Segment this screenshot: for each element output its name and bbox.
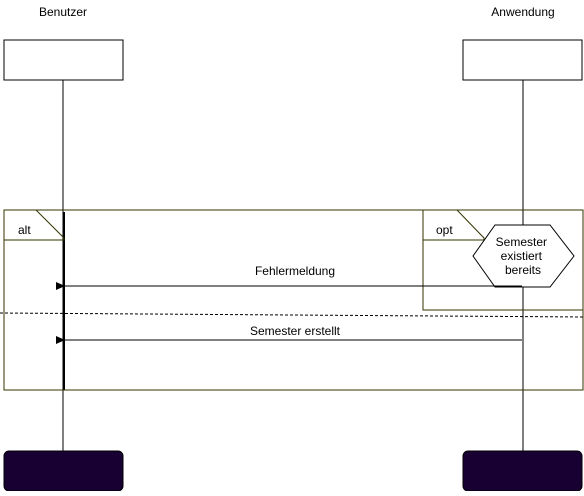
opt-fragment-tab xyxy=(423,209,485,241)
message-label-fehlermeldung: Fehlermeldung xyxy=(255,264,335,278)
participant-label-benutzer: Benutzer xyxy=(39,5,87,19)
condition-line-2: existiert xyxy=(501,249,543,263)
condition-hexagon[interactable] xyxy=(472,224,575,288)
participant-box-anwendung[interactable] xyxy=(462,39,583,81)
opt-fragment-label: opt xyxy=(436,223,453,237)
condition-text: Semester existiert bereits xyxy=(496,235,551,277)
participant-box-benutzer[interactable] xyxy=(3,39,124,81)
alt-fragment-tab xyxy=(4,209,65,241)
participant-label-anwendung: Anwendung xyxy=(491,5,554,19)
participant-footer-benutzer[interactable] xyxy=(3,450,124,492)
condition-line-1: Semester xyxy=(496,235,547,249)
alt-operand-separator xyxy=(0,312,584,318)
alt-fragment-label: alt xyxy=(18,223,31,237)
opt-fragment[interactable] xyxy=(422,209,584,311)
message-label-semester-erstellt: Semester erstellt xyxy=(250,324,341,338)
participant-footer-anwendung[interactable] xyxy=(462,450,583,492)
condition-line-3: bereits xyxy=(505,263,541,277)
